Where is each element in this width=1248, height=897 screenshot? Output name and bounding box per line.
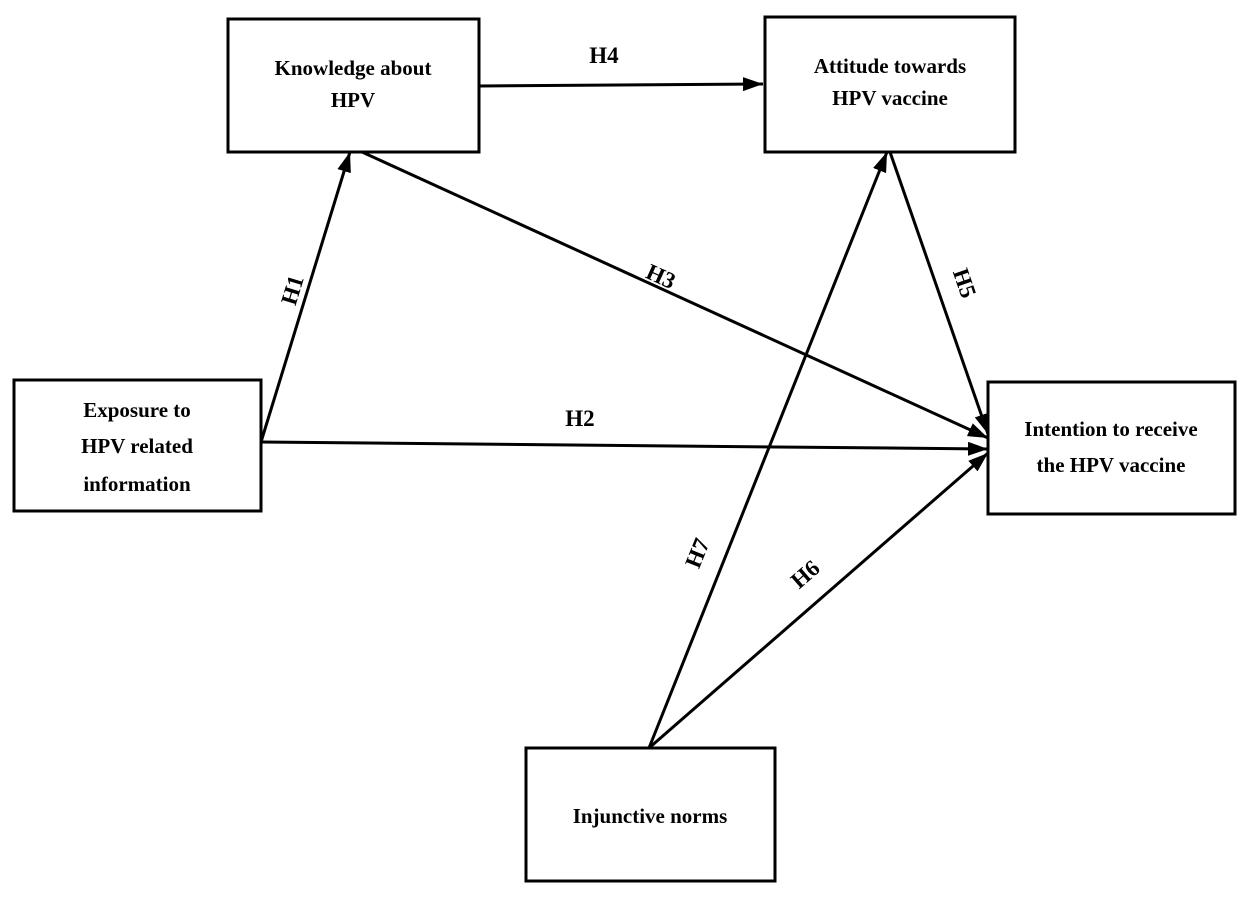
intention-node: [986, 380, 1237, 516]
edge-h5-label: H5: [948, 265, 981, 301]
attitude-line-2: HPV vaccine: [832, 86, 948, 110]
knowledge-line-1: Knowledge about: [275, 56, 432, 80]
edge-h4-label: H4: [589, 43, 619, 68]
exposure-line-3: information: [83, 472, 191, 496]
edge-h2-arrow: [260, 440, 989, 456]
knowledge-line-2: HPV: [331, 88, 375, 112]
edge-h3-arrow: [361, 150, 989, 440]
edge-h2-label: H2: [565, 406, 594, 431]
node-text-layer: Knowledge about HPV Attitude towards HPV…: [81, 54, 1198, 828]
knowledge-node: [226, 17, 481, 154]
edge-h7-arrow: [647, 151, 889, 749]
intention-line-1: Intention to receive: [1024, 417, 1197, 441]
edge-h6-label: H6: [786, 555, 825, 593]
intention-line-2: the HPV vaccine: [1037, 453, 1186, 477]
edge-h5-arrow: [888, 151, 990, 435]
edge-h3-label: H3: [642, 259, 679, 294]
exposure-node: [12, 378, 263, 513]
edge-h6-arrow: [648, 451, 989, 750]
attitude-line-1: Attitude towards: [814, 54, 966, 78]
edge-h7-label: H7: [680, 535, 714, 572]
edges-layer: [259, 77, 990, 750]
norms-line-1: Injunctive norms: [573, 804, 728, 828]
boxes-layer: [12, 15, 1237, 883]
edge-h4-arrow: [478, 77, 764, 92]
edge-h1-arrow: [259, 151, 352, 443]
attitude-node: [763, 15, 1017, 154]
exposure-line-1: Exposure to: [83, 398, 191, 422]
exposure-line-2: HPV related: [81, 434, 193, 458]
norms-node: [524, 746, 777, 883]
